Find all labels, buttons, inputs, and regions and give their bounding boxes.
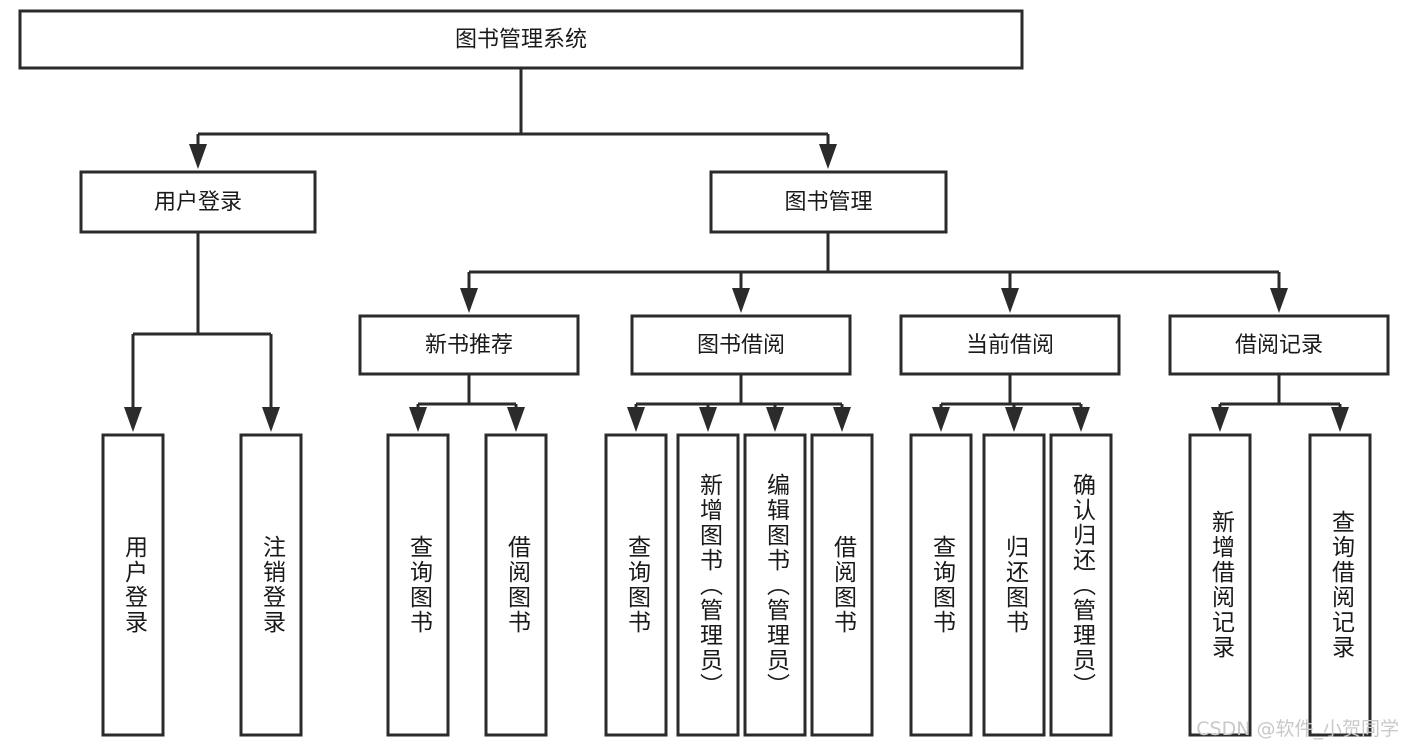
arrow-head-c-borrow-leaf3 (766, 407, 784, 432)
node-box-leaf-query-book-borrow[interactable] (604, 433, 668, 737)
arrow-head-c-current-leaf2 (1005, 407, 1023, 432)
node-box-leaf-user-login[interactable] (101, 433, 165, 737)
arrow-head-c-root-book-manage (819, 144, 837, 169)
node-label-root: 图书管理系统 (455, 28, 587, 53)
arrow-head-c-record-leaf2 (1331, 407, 1349, 432)
arrow-head-c-bm-borrow (732, 288, 750, 313)
arrow-head-c-user-login-leaf1 (124, 407, 142, 432)
arrow-head-c-borrow-leaf2 (699, 407, 717, 432)
arrow-head-c-bm-current (1001, 288, 1019, 313)
node-label-book-manage: 图书管理 (784, 190, 872, 215)
node-box-leaf-borrow-book-rec[interactable] (484, 433, 548, 737)
node-box-leaf-add-borrow-record[interactable] (1188, 433, 1252, 737)
node-box-book-manage[interactable] (709, 170, 948, 234)
arrow-head-c-rec-leaf1 (409, 407, 427, 432)
node-box-book-borrow[interactable] (630, 314, 852, 376)
node-box-leaf-confirm-return[interactable] (1049, 433, 1113, 737)
node-label-borrow-record: 借阅记录 (1235, 333, 1323, 358)
node-box-leaf-query-borrow-record[interactable] (1308, 433, 1372, 737)
connector-layer (124, 68, 1349, 432)
arrow-head-c-bm-record (1270, 288, 1288, 313)
node-box-leaf-query-book-current[interactable] (909, 433, 973, 737)
arrow-head-c-user-login-leaf2 (262, 407, 280, 432)
node-label-book-borrow: 图书借阅 (697, 333, 785, 358)
watermark: CSDN @软件_小贺同学 (1196, 718, 1399, 740)
node-box-new-book-recommend[interactable] (358, 314, 580, 376)
node-label-current-borrow: 当前借阅 (966, 333, 1054, 358)
node-label-new-book-recommend: 新书推荐 (425, 333, 513, 358)
arrow-head-c-record-leaf1 (1211, 407, 1229, 432)
node-box-borrow-record[interactable] (1168, 314, 1390, 376)
node-box-user-login[interactable] (79, 170, 317, 234)
node-box-leaf-query-book-rec[interactable] (386, 433, 450, 737)
node-box-leaf-user-logout[interactable] (239, 433, 303, 737)
arrow-head-c-borrow-leaf4 (833, 407, 851, 432)
arrow-head-c-current-leaf3 (1072, 407, 1090, 432)
node-box-leaf-add-book[interactable] (676, 433, 740, 737)
node-label-user-login: 用户登录 (154, 190, 242, 215)
node-box-leaf-edit-book[interactable] (743, 433, 807, 737)
arrow-head-c-bm-rec (460, 288, 478, 313)
arrow-head-c-current-leaf1 (932, 407, 950, 432)
node-box-current-borrow[interactable] (899, 314, 1121, 376)
node-box-leaf-return-book[interactable] (982, 433, 1046, 737)
node-box-leaf-borrow-book[interactable] (810, 433, 874, 737)
arrow-head-c-root-user-login (189, 144, 207, 169)
node-box-root[interactable] (18, 9, 1024, 70)
arrow-head-c-rec-leaf2 (507, 407, 525, 432)
arrow-head-c-borrow-leaf1 (627, 407, 645, 432)
